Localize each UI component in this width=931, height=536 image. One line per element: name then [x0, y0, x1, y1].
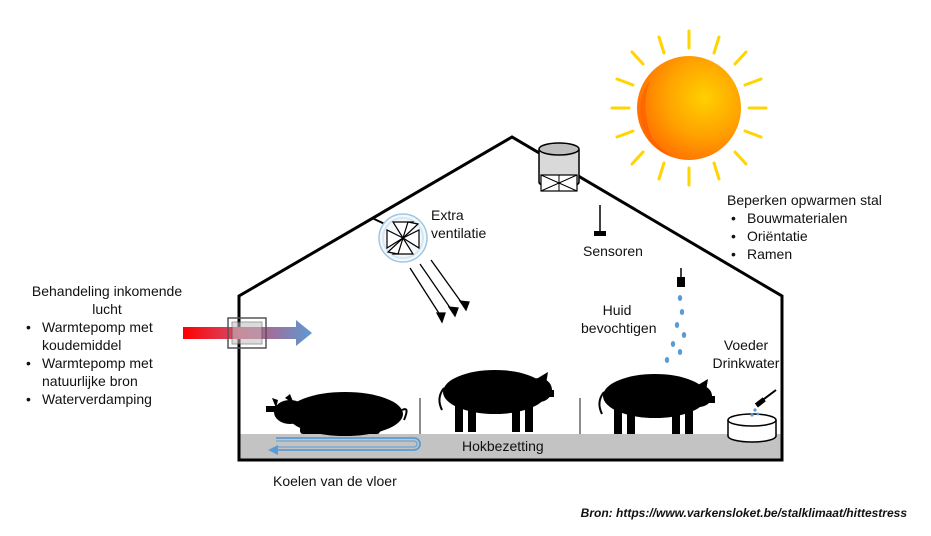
limit-heating-title: Beperken opwarmen stal [727, 192, 882, 208]
skin-wetting-label: Huid bevochtigen [581, 302, 657, 336]
pig-standing-icon [598, 374, 715, 434]
limit-heating-list: Bouwmaterialen Oriëntatie Ramen [727, 209, 917, 263]
airflow-arrows [409, 259, 470, 324]
list-item: Bouwmaterialen [727, 209, 917, 227]
list-item: Warmtepomp met koudemiddel [22, 318, 212, 354]
floor-cooling-label: Koelen van de vloer [273, 473, 397, 489]
list-item: Oriëntatie [727, 227, 917, 245]
inlet-air-block: Behandeling inkomende lucht Warmtepomp m… [22, 282, 212, 408]
floor-cooling-pipe [268, 437, 421, 455]
mister-icon [664, 268, 687, 363]
sun-icon [610, 29, 768, 187]
feed-water-label: Voeder Drinkwater [712, 337, 780, 371]
water-drops [664, 295, 687, 363]
sensor-icon [594, 205, 606, 236]
fan-icon [371, 213, 428, 263]
list-item: Warmtepomp met natuurlijke bron [22, 354, 212, 390]
water-bowl-icon [727, 389, 777, 443]
pen-occupancy-label: Hokbezetting [462, 438, 544, 454]
sensors-label: Sensoren [583, 243, 643, 259]
pig-lying-icon [266, 392, 408, 436]
inlet-air-arrow [183, 317, 312, 349]
inlet-air-title: Behandeling inkomende lucht [31, 283, 183, 317]
list-item: Ramen [727, 245, 917, 263]
extra-ventilation-label: Extra ventilatie [431, 207, 487, 241]
roof-vent-icon [538, 142, 580, 192]
pig-standing-icon [438, 370, 554, 432]
list-item: Waterverdamping [22, 390, 212, 408]
inlet-air-list: Warmtepomp met koudemiddel Warmtepomp me… [22, 318, 212, 408]
limit-heating-block: Beperken opwarmen stal Bouwmaterialen Or… [727, 191, 917, 263]
source-caption: Bron: https://www.varkensloket.be/stalkl… [580, 506, 907, 520]
